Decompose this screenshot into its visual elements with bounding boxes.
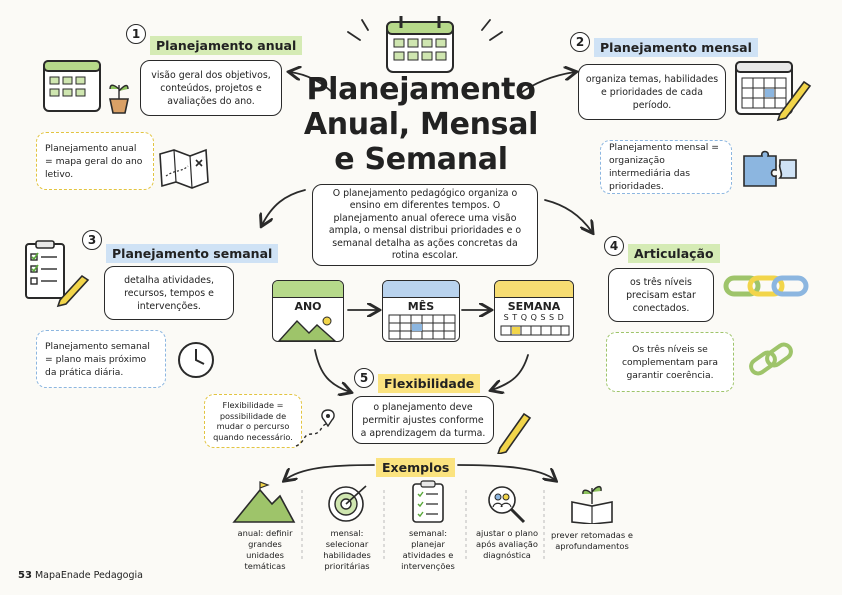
footer: 53 MapaEnade Pedagogia	[18, 570, 143, 581]
section-title-annual: Planejamento anual	[150, 36, 303, 55]
calendar-pencil-icon	[735, 61, 812, 122]
example-annual: anual: definir grandes unidades temática…	[237, 528, 293, 571]
weekly-note: Planejamento semanal = plano mais próxim…	[36, 330, 166, 388]
month-grid	[388, 314, 456, 340]
page-title: Planejamento Anual, Mensal e Semanal	[303, 72, 539, 177]
monthly-description: organiza temas, habilidades e prioridade…	[578, 64, 726, 120]
section-number-3: 3	[82, 230, 102, 250]
section-title-flexibility: Flexibilidade	[378, 374, 481, 393]
calendar-week: SEMANA S T Q Q S S D	[494, 280, 574, 342]
clipboard-icon	[412, 480, 444, 523]
examples-heading: Exemplos	[376, 458, 456, 477]
map-icon	[159, 148, 209, 189]
pencil-icon	[497, 412, 532, 454]
page-number: 53	[18, 570, 32, 581]
clock-icon	[178, 342, 214, 378]
example-weekly: semanal: planejar atividades e intervenç…	[401, 528, 455, 571]
book-sprout-icon	[571, 485, 613, 524]
puzzle-icon	[743, 150, 797, 187]
week-days: S T Q Q S S D	[503, 313, 565, 322]
example-diagnostic: ajustar o plano após avaliação diagnósti…	[475, 528, 539, 560]
monthly-note: Planejamento mensal = organização interm…	[600, 140, 732, 194]
mountain-flag-icon	[232, 481, 296, 523]
section-title-monthly: Planejamento mensal	[594, 38, 758, 57]
section-title-weekly: Planejamento semanal	[106, 244, 279, 263]
chain-link-icon	[723, 275, 809, 297]
section-number-4: 4	[604, 236, 624, 256]
calendar-plant-icon	[43, 60, 129, 114]
articulation-note: Os três níveis se complementam para gara…	[606, 332, 734, 392]
calendar-month: MÊS	[382, 280, 460, 342]
calendar-year: ANO	[272, 280, 344, 342]
section-number-1: 1	[126, 24, 146, 44]
section-title-articulation: Articulação	[628, 244, 720, 263]
flexibility-note: Flexibilidade = possibilidade de mudar o…	[204, 394, 302, 448]
annual-description: visão geral dos objetivos, conteúdos, pr…	[140, 60, 282, 116]
example-review: prever retomadas e aprofundamentos	[551, 530, 633, 551]
checklist-icon	[25, 240, 90, 308]
annual-note: Planejamento anual = mapa geral do ano l…	[36, 132, 154, 190]
mountain-icon	[278, 316, 337, 341]
magnifier-people-icon	[488, 486, 526, 524]
example-monthly: mensal: selecionar habilidades prioritár…	[323, 528, 371, 571]
calendar-icon	[386, 16, 454, 73]
section-number-5: 5	[354, 368, 374, 388]
week-grid	[500, 325, 570, 336]
weekly-description: detalha atividades, recursos, tempos e i…	[104, 266, 234, 320]
chain-icon	[749, 342, 793, 376]
target-icon	[328, 485, 367, 522]
articulation-description: os três níveis precisam estar conectados…	[608, 268, 714, 322]
flexibility-description: o planejamento deve permitir ajustes con…	[352, 396, 494, 444]
intro-box: O planejamento pedagógico organiza o ens…	[312, 184, 538, 266]
brand-name: MapaEnade Pedagogia	[34, 570, 143, 581]
section-number-2: 2	[570, 32, 590, 52]
path-pin-icon	[295, 409, 335, 447]
